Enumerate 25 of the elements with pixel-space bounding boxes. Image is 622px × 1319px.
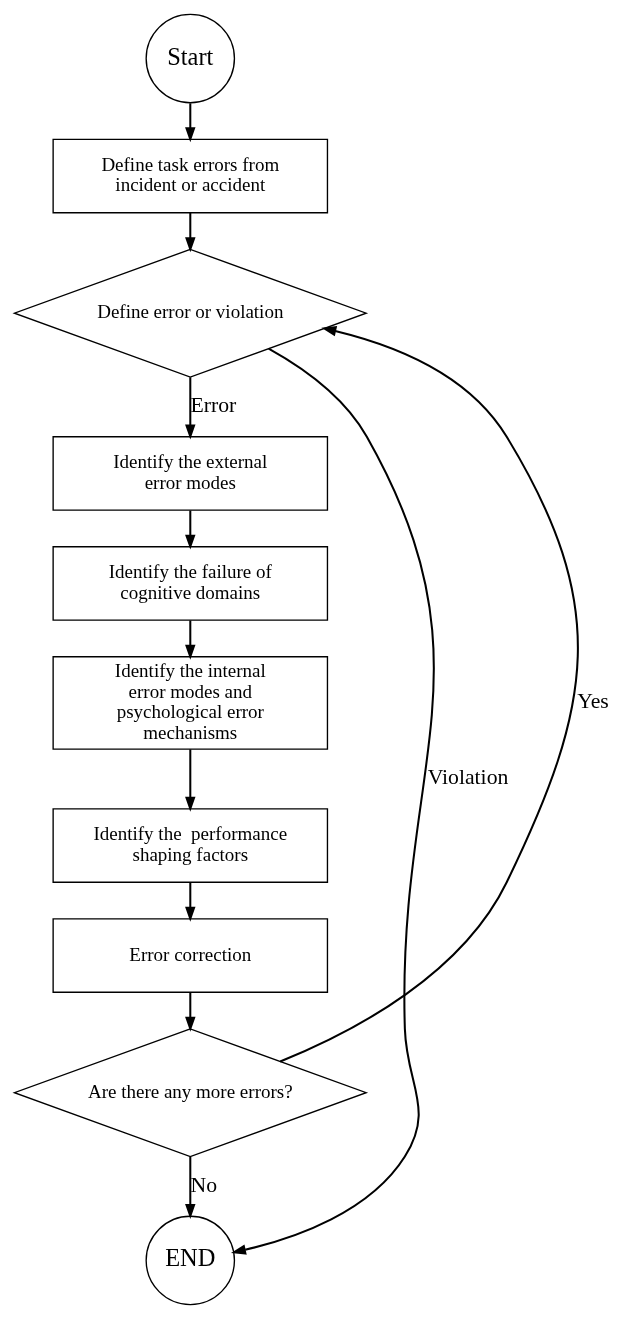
node-diamond: Define error or violation (11, 248, 368, 378)
arrow (184, 212, 196, 253)
arrow (279, 326, 579, 1063)
edge-label: Error (189, 393, 236, 418)
arrow (184, 103, 196, 143)
arrow (184, 377, 196, 440)
node-box: Identify the performance shaping factors (51, 808, 328, 883)
arrow (184, 749, 196, 812)
node-diamond: Are there any more errors? (11, 1028, 368, 1158)
arrow (184, 620, 196, 660)
arrow (230, 347, 435, 1255)
edge-label: Violation (427, 765, 508, 790)
node-circle: Start (145, 13, 235, 104)
node-circle: END (145, 1215, 235, 1306)
edge-label: No (190, 1172, 217, 1197)
node-box: Define task errors from incident or accident (51, 138, 328, 214)
node-box: Error correction (51, 918, 328, 993)
arrow (184, 992, 196, 1032)
arrow (184, 510, 196, 550)
arrow (184, 1156, 196, 1219)
node-box: Identify the external error modes (51, 436, 328, 511)
edge-label: Yes (576, 689, 609, 714)
arrow (184, 882, 196, 922)
node-box: Identify the failure of cognitive domains (51, 546, 328, 621)
node-box: Identify the internal error modes and psychological error mechanisms (51, 656, 328, 750)
